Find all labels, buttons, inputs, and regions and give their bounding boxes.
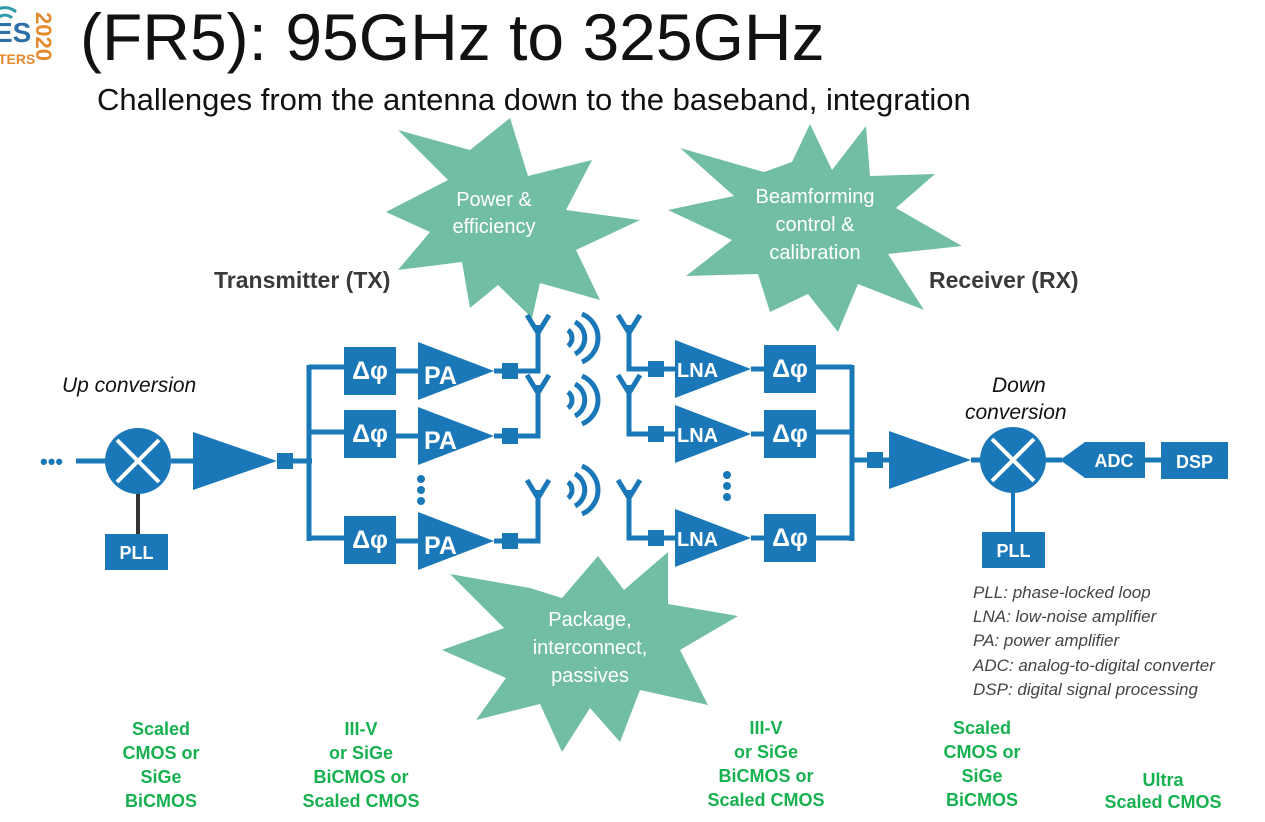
burst-text: calibration — [769, 242, 860, 264]
tx-row: Δφ PA — [344, 342, 541, 400]
lna-label: LNA — [677, 529, 718, 551]
tx-pll: PLL — [105, 534, 168, 570]
rx-row: LNA Δφ — [626, 509, 816, 567]
technology-line: CMOS or — [122, 743, 199, 763]
logo-icon — [0, 6, 18, 20]
lna-label: LNA — [677, 360, 718, 382]
rx-antenna-icon — [618, 315, 640, 367]
technology-line: CMOS or — [943, 742, 1020, 762]
technology-label: Scaled CMOS or SiGe BiCMOS — [122, 719, 199, 811]
radio-waves-icon — [568, 466, 598, 514]
technology-line: SiGe — [140, 767, 181, 787]
tx-row: Δφ PA — [344, 506, 541, 570]
adc-label: ADC — [1095, 451, 1134, 471]
slide-title: (FR5): 95GHz to 325GHz — [80, 0, 825, 74]
burst-text: Package, — [548, 609, 631, 631]
technology-line: BiCMOS — [125, 791, 197, 811]
legend-item: PLL: phase-locked loop — [973, 583, 1151, 602]
rx-antenna-icon — [618, 480, 640, 532]
rx-antenna-icon — [618, 375, 640, 427]
radio-waves-icon — [568, 376, 598, 424]
adc-block: ADC — [1060, 442, 1145, 478]
burst-text: control & — [776, 214, 856, 236]
phase-shifter-label: Δφ — [352, 526, 388, 554]
technology-line: Ultra — [1142, 770, 1184, 790]
technology-line: BiCMOS or — [313, 767, 408, 787]
burst-text: Beamforming — [756, 186, 875, 208]
phase-shifter-label: Δφ — [772, 524, 808, 552]
tx-ellipsis — [417, 475, 425, 505]
radio-waves-icon — [568, 314, 598, 362]
phase-shifter-label: Δφ — [772, 355, 808, 383]
technology-label: Ultra Scaled CMOS — [1104, 770, 1221, 812]
slide-subtitle: Challenges from the antenna down to the … — [97, 82, 971, 117]
tx-driver-amplifier — [193, 432, 277, 490]
technology-line: Scaled — [132, 719, 190, 739]
pll-label: PLL — [120, 543, 154, 563]
burst-text: Power & — [456, 189, 532, 211]
legend-item: DSP: digital signal processing — [973, 680, 1198, 699]
technology-line: or SiGe — [734, 742, 798, 762]
input-dots: ••• — [40, 449, 63, 474]
rx-row: LNA Δφ — [626, 340, 816, 398]
tx-mixer — [105, 428, 171, 494]
down-conversion-label: Down — [992, 374, 1046, 397]
phase-shifter-label: Δφ — [352, 420, 388, 448]
logo-subtext: TERS — [0, 51, 35, 67]
phase-shifter-label: Δφ — [772, 420, 808, 448]
technology-label: Scaled CMOS or SiGe BiCMOS — [943, 718, 1020, 810]
up-conversion-label: Up conversion — [62, 374, 196, 397]
legend-item: PA: power amplifier — [973, 631, 1120, 650]
pll-label: PLL — [997, 541, 1031, 561]
rx-mixer — [980, 427, 1046, 493]
challenge-burst-package: Package, interconnect, passives — [442, 552, 738, 752]
dsp-label: DSP — [1176, 452, 1213, 472]
challenge-burst-power: Power & efficiency — [386, 118, 640, 318]
legend-item: LNA: low-noise amplifier — [973, 607, 1158, 626]
rx-pll: PLL — [982, 532, 1045, 568]
challenge-burst-beamforming: Beamforming control & calibration — [668, 124, 962, 332]
tx-antenna-icon — [527, 480, 549, 532]
logo-text: ES — [0, 17, 31, 48]
lna-label: LNA — [677, 425, 718, 447]
tx-heading: Transmitter (TX) — [214, 267, 390, 293]
technology-label: III-V or SiGe BiCMOS or Scaled CMOS — [302, 719, 419, 811]
pa-label: PA — [424, 532, 457, 560]
technology-line: or SiGe — [329, 743, 393, 763]
tx-antenna-icon — [527, 375, 549, 427]
tx-chain: ••• PLL Δφ PA — [40, 342, 541, 570]
technology-line: Scaled — [953, 718, 1011, 738]
pa-label: PA — [424, 427, 457, 455]
burst-text: interconnect, — [533, 637, 648, 659]
tx-row: Δφ PA — [344, 402, 541, 465]
rx-heading: Receiver (RX) — [929, 267, 1079, 293]
technology-line: Scaled CMOS — [1104, 792, 1221, 812]
rx-row: LNA Δφ — [626, 405, 816, 463]
abbreviation-legend: PLL: phase-locked loop LNA: low-noise am… — [972, 583, 1216, 699]
technology-line: BiCMOS or — [718, 766, 813, 786]
rx-gain-amplifier — [889, 431, 971, 489]
logo-year: 2020 — [31, 12, 56, 61]
technology-line: SiGe — [961, 766, 1002, 786]
technology-line: III-V — [344, 719, 377, 739]
technology-line: BiCMOS — [946, 790, 1018, 810]
burst-text: efficiency — [452, 216, 535, 238]
rx-chain: LNA Δφ LNA Δφ LNA Δφ — [626, 340, 1228, 568]
tx-antenna-icon — [527, 315, 549, 367]
technology-line: III-V — [749, 718, 782, 738]
dsp-block: DSP — [1161, 442, 1228, 479]
pa-label: PA — [424, 362, 457, 390]
technology-label: III-V or SiGe BiCMOS or Scaled CMOS — [707, 718, 824, 810]
technology-line: Scaled CMOS — [707, 790, 824, 810]
technology-line: Scaled CMOS — [302, 791, 419, 811]
legend-item: ADC: analog-to-digital converter — [972, 656, 1216, 675]
phase-shifter-label: Δφ — [352, 357, 388, 385]
burst-text: passives — [551, 665, 629, 687]
down-conversion-label: conversion — [965, 401, 1067, 424]
rx-ellipsis — [723, 471, 731, 501]
